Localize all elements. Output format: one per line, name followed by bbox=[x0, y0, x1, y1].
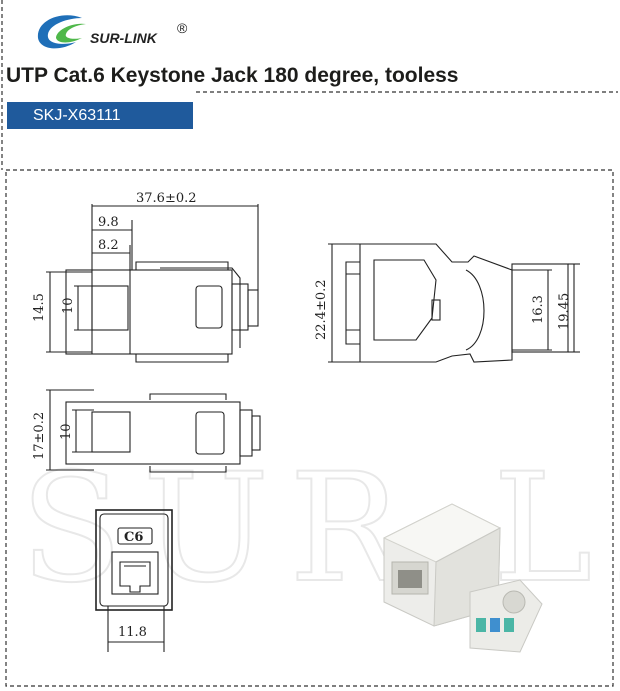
dim-overall-length: 37.6±0.2 bbox=[136, 191, 197, 206]
model-badge: SKJ-X63111 bbox=[7, 102, 193, 129]
dim-bottom-10: 10 bbox=[59, 423, 74, 440]
brand-logo bbox=[32, 12, 90, 59]
dim-16-3: 16.3 bbox=[531, 295, 546, 324]
front-view bbox=[95, 509, 173, 611]
dim-8-2: 8.2 bbox=[98, 238, 119, 253]
dim-19-45: 19.45 bbox=[557, 293, 572, 330]
product-photo bbox=[382, 503, 543, 653]
dim-17: 17±0.2 bbox=[32, 412, 47, 460]
page-title: UTP Cat.6 Keystone Jack 180 degree, tool… bbox=[6, 64, 459, 87]
dim-14-5: 14.5 bbox=[32, 293, 47, 322]
face-marking: C6 bbox=[124, 530, 143, 545]
side-view bbox=[345, 243, 569, 363]
top-view bbox=[65, 261, 259, 363]
dim-22-4: 22.4±0.2 bbox=[314, 279, 329, 340]
brand-name: SUR-LINK bbox=[90, 30, 157, 46]
dim-9-8: 9.8 bbox=[98, 215, 119, 230]
registered-mark: ® bbox=[177, 20, 188, 36]
watermark: SUR-LI bbox=[20, 442, 620, 616]
dim-11-8: 11.8 bbox=[118, 625, 147, 640]
dim-top-10: 10 bbox=[61, 297, 76, 314]
bottom-view bbox=[65, 393, 261, 473]
